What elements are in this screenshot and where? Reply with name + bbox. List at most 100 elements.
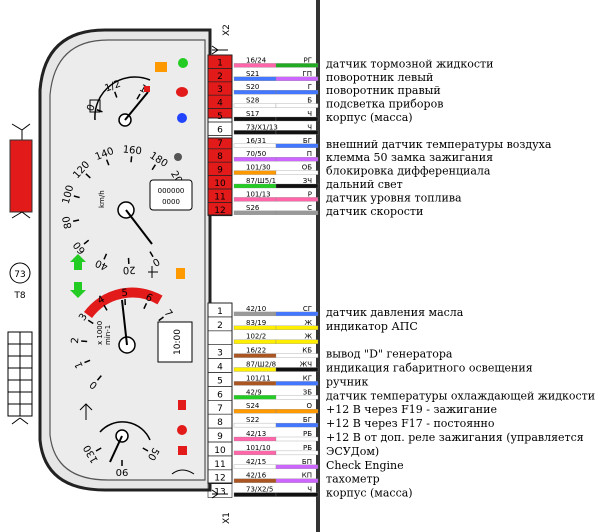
wire-color-code: РБ xyxy=(303,430,312,438)
wire-stripe-b xyxy=(275,210,319,215)
wire-code: 70/50 xyxy=(246,150,266,158)
gauge-tick-mark xyxy=(103,253,108,260)
wire-code: 102/2 xyxy=(246,333,266,341)
gauge-tick-mark xyxy=(158,316,164,322)
gauge-tick-mark xyxy=(151,164,157,171)
pin-number: 8 xyxy=(217,152,223,162)
wire-code: 16/31 xyxy=(246,137,266,145)
gauge-tick-mark xyxy=(142,447,149,452)
wire-stripe-b xyxy=(275,339,319,344)
wire-color-code: РГ xyxy=(304,56,313,64)
pin-function-label: +12 В через F19 - зажигание xyxy=(326,403,497,416)
wire-code: S24 xyxy=(246,402,260,410)
gauge-tick-mark xyxy=(149,251,154,258)
gauge-tick-label: 5 xyxy=(121,288,128,299)
turn-right-icon xyxy=(70,282,86,298)
wire-code: S21 xyxy=(246,70,259,78)
wire-color-code: Ч xyxy=(307,110,312,118)
pin-function-label: датчик уровня топлива xyxy=(326,191,462,204)
pin-function-label: ЭСУДом) xyxy=(326,445,379,458)
wire-code: S22 xyxy=(246,416,259,424)
wire-color-code: ЗЧ xyxy=(303,177,312,185)
diff-lock-icon xyxy=(174,153,182,161)
wire-stripe-b xyxy=(275,409,319,414)
gauge-tick-mark xyxy=(73,195,80,199)
pin-number: 6 xyxy=(217,125,223,135)
gauge-tick-label: 100 xyxy=(61,184,77,205)
gauge-tick-label: 1 xyxy=(73,360,86,370)
wire-color-code: Р xyxy=(308,190,312,198)
wire-stripe-b xyxy=(275,395,319,400)
gauge-tick-label: 90 xyxy=(116,466,129,477)
pin-function-label: подсветка приборов xyxy=(326,98,443,111)
gauge-tick-label: 0 xyxy=(88,378,100,391)
wire-color-code: Б xyxy=(307,97,312,105)
wire-stripe-b xyxy=(275,103,319,108)
wire-color-code: ГП xyxy=(302,70,312,78)
pin-function-label: вывод "D" генератора xyxy=(326,348,453,361)
pin-function-label: клемма 50 замка зажигания xyxy=(326,151,493,164)
pin-function-label: +12 В от доп. реле зажигания (управляетс… xyxy=(326,431,584,444)
wire-code: 42/9 xyxy=(246,388,262,396)
pin-number: 10 xyxy=(214,179,226,189)
gauge-tick-mark xyxy=(103,304,108,311)
pin-function-label: тахометр xyxy=(326,473,380,486)
wire-code: 73/X2/5 xyxy=(246,486,273,494)
wire-stripe-b xyxy=(275,367,319,372)
odometer-line1: 000000 xyxy=(158,187,185,195)
wire-stripe-b xyxy=(275,183,319,189)
pin-number: 5 xyxy=(217,112,223,122)
wire-stripe-b xyxy=(275,76,319,81)
gauge-tick-mark xyxy=(83,239,90,245)
odometer-line2: 0000 xyxy=(162,198,180,206)
pin-function-label: датчик давления масла xyxy=(326,306,464,319)
wire-code: 73/X1/13 xyxy=(246,123,278,131)
gauge-tick-mark xyxy=(114,91,118,98)
gauge-tick-label: 1/2 xyxy=(103,79,122,95)
wire-code: S20 xyxy=(246,83,259,91)
wire-color-code: КБ xyxy=(302,347,312,355)
wire-color-code: БГ xyxy=(303,416,312,424)
wire-stripe-b xyxy=(275,478,319,483)
gauge-tick-label: 1 xyxy=(137,83,148,96)
pin-function-label: индикация габаритного освещения xyxy=(326,362,533,375)
gauge-tick-mark xyxy=(73,219,80,222)
gauge-tick-mark xyxy=(85,173,91,179)
wire-code: 42/10 xyxy=(246,305,266,313)
pin-function-label: внешний датчик температуры воздуха xyxy=(326,138,552,151)
wire-code: 16/24 xyxy=(246,56,267,64)
pin-number: 7 xyxy=(217,404,223,414)
sun-lamp-icon xyxy=(178,58,188,68)
pin-number: 4 xyxy=(217,99,223,109)
wire-stripe-b xyxy=(275,353,319,358)
wire-color-code: КП xyxy=(302,472,312,480)
pin-function-label: поворотник левый xyxy=(326,71,433,84)
pin-function-label: поворотник правый xyxy=(326,84,441,97)
pin-number: 11 xyxy=(214,192,225,202)
fuel-lamp-icon xyxy=(155,62,167,72)
wire-stripe-b xyxy=(275,130,319,135)
wire-stripe-b xyxy=(275,381,319,386)
left-red-connector xyxy=(9,123,33,219)
pin-function-label: дальний свет xyxy=(326,178,403,191)
pin-number: 2 xyxy=(217,321,223,331)
coolant-icon xyxy=(79,403,93,420)
wire-color-code: Ж xyxy=(304,333,312,341)
pin-number: 4 xyxy=(217,363,223,373)
pin-function-label: датчик скорости xyxy=(326,205,423,218)
clock-time: 10:00 xyxy=(173,329,183,355)
gauge-tick-label: 0 xyxy=(150,255,161,268)
gauge-tick-mark xyxy=(95,447,102,452)
pin-number: 12 xyxy=(214,206,225,216)
pin-number: 1 xyxy=(217,307,223,317)
